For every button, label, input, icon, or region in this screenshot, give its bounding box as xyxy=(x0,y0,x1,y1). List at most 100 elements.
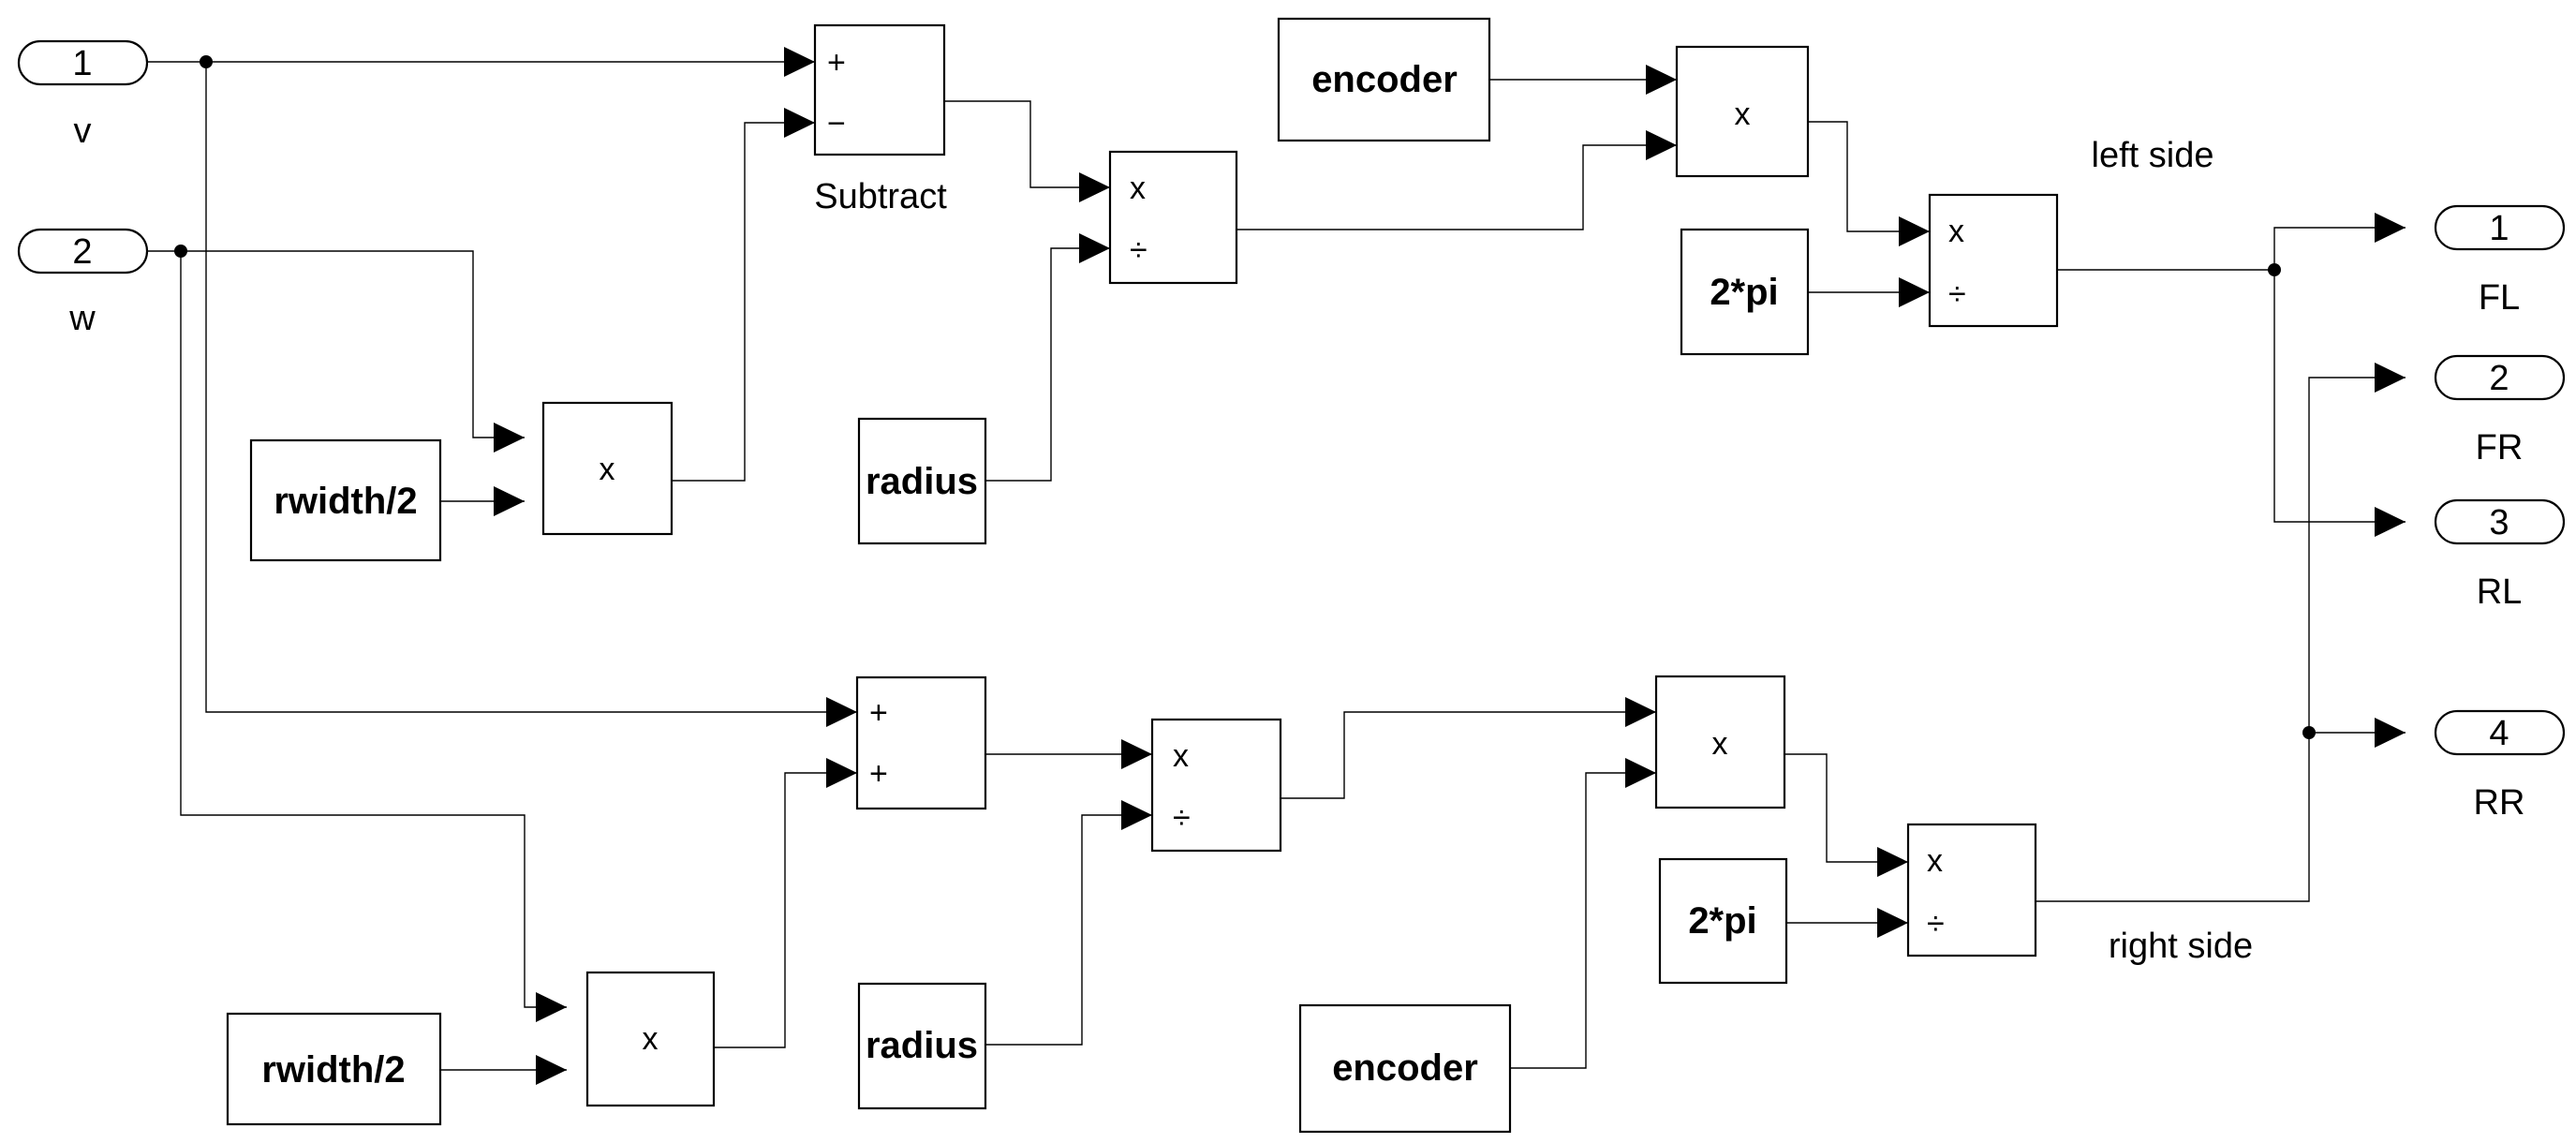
divide-divide-sign: ÷ xyxy=(1173,800,1191,836)
outport-RR[interactable]: 4 RR xyxy=(2434,709,2566,823)
divide-multiply-sign: x xyxy=(1130,171,1146,206)
arrowhead xyxy=(2375,507,2406,537)
wire-enc-product-to-final-divide-bottom xyxy=(1784,753,1908,863)
inport-v-number: 1 xyxy=(72,44,92,83)
inport-v[interactable]: 1 v xyxy=(17,39,149,151)
constant-radius-top[interactable]: radius xyxy=(857,417,987,545)
arrowhead xyxy=(826,758,857,788)
constant-2pi-bottom-label: 2*pi xyxy=(1688,900,1756,942)
outport-FR[interactable]: 2 FR xyxy=(2434,354,2566,468)
outport-FR-number: 2 xyxy=(2489,359,2509,398)
right-side-label: right side xyxy=(2109,927,2253,966)
divide-divide-sign: ÷ xyxy=(1130,232,1147,268)
divide-block-final-top[interactable]: x ÷ xyxy=(1928,193,2059,328)
arrowhead xyxy=(1877,847,1908,877)
outport-FL[interactable]: 1 FL xyxy=(2434,204,2566,318)
arrowhead xyxy=(536,992,567,1022)
add-block[interactable]: + + xyxy=(855,675,987,810)
arrowhead xyxy=(2375,363,2406,393)
arrowhead xyxy=(784,47,815,77)
product-block-encoder-bottom[interactable]: x xyxy=(1654,675,1786,809)
constant-radius-bottom-label: radius xyxy=(866,1025,978,1066)
product-block-bottom-width[interactable]: x xyxy=(585,971,716,1107)
constant-2pi-top-label: 2*pi xyxy=(1710,272,1778,313)
arrowhead xyxy=(494,423,525,453)
outport-RR-number: 4 xyxy=(2489,714,2509,753)
product-symbol: x xyxy=(600,452,615,487)
arrowhead xyxy=(1646,130,1677,160)
constant-2pi-bottom[interactable]: 2*pi xyxy=(1658,857,1788,985)
constant-rwidth-bottom[interactable]: rwidth/2 xyxy=(226,1012,442,1126)
arrowhead xyxy=(494,486,525,516)
constant-rwidth-top[interactable]: rwidth/2 xyxy=(249,438,442,562)
constant-encoder-bottom[interactable]: encoder xyxy=(1298,1003,1512,1134)
wire-v-to-add xyxy=(205,62,857,713)
wire-w-to-top-product xyxy=(147,250,525,438)
wire-radius-bottom xyxy=(985,814,1152,1046)
branch-dot-v xyxy=(200,55,213,68)
constant-radius-bottom[interactable]: radius xyxy=(857,982,987,1110)
inport-w-label: w xyxy=(68,299,96,338)
arrowheads xyxy=(494,47,2406,1085)
arrowhead xyxy=(1121,739,1152,769)
outport-RL[interactable]: 3 RL xyxy=(2434,498,2566,612)
divide-divide-sign: ÷ xyxy=(1948,276,1966,312)
divide-multiply-sign: x xyxy=(1927,843,1943,879)
wire-product-to-add xyxy=(714,772,857,1048)
wire-w-to-bottom-product xyxy=(180,251,567,1008)
constant-2pi-top[interactable]: 2*pi xyxy=(1680,228,1810,356)
product-block-top-width[interactable]: x xyxy=(541,401,674,536)
outport-RR-label: RR xyxy=(2474,783,2525,823)
product-symbol: x xyxy=(643,1021,659,1057)
arrowhead xyxy=(2375,213,2406,243)
divide-block-top[interactable]: x ÷ xyxy=(1108,150,1238,285)
wire-left-to-RL xyxy=(2273,270,2406,523)
inport-w-number: 2 xyxy=(72,232,92,272)
divide-block-final-bottom[interactable]: x ÷ xyxy=(1906,823,2037,957)
add-plus-sign: + xyxy=(869,695,888,731)
signal-lines xyxy=(147,61,2406,1071)
arrowhead xyxy=(1899,277,1930,307)
product-symbol: x xyxy=(1712,726,1728,762)
arrowhead xyxy=(536,1055,567,1085)
subtract-minus-sign: − xyxy=(827,106,846,141)
constant-encoder-top[interactable]: encoder xyxy=(1277,17,1491,142)
subtract-block-label: Subtract xyxy=(814,177,947,216)
wire-radius-top xyxy=(985,247,1110,482)
arrowhead xyxy=(784,108,815,138)
inport-v-label: v xyxy=(74,111,92,151)
constant-radius-top-label: radius xyxy=(866,461,978,502)
add-plus-sign: + xyxy=(869,756,888,792)
wire-divide-to-enc-product-bottom xyxy=(1281,711,1656,799)
outport-RL-number: 3 xyxy=(2489,503,2509,542)
branch-points xyxy=(174,55,2316,739)
inport-w[interactable]: 2 w xyxy=(17,228,149,338)
left-side-label: left side xyxy=(2092,136,2214,175)
arrowhead xyxy=(2375,718,2406,748)
arrowhead xyxy=(1079,233,1110,263)
constant-rwidth-top-label: rwidth/2 xyxy=(274,481,417,522)
arrowhead xyxy=(1877,908,1908,938)
subtract-block[interactable]: + − xyxy=(813,23,946,156)
divide-multiply-sign: x xyxy=(1948,214,1964,249)
wire-left-to-FL xyxy=(2273,227,2406,270)
divide-divide-sign: ÷ xyxy=(1927,906,1945,942)
outport-FR-label: FR xyxy=(2476,428,2524,468)
branch-dot-w xyxy=(174,245,187,258)
arrowhead xyxy=(1625,758,1656,788)
product-block-encoder-top[interactable]: x xyxy=(1675,45,1810,178)
wire-enc-product-to-final-divide-top xyxy=(1808,121,1930,232)
wire-divide-to-enc-product-top xyxy=(1236,144,1677,230)
subtract-plus-sign: + xyxy=(827,45,846,81)
arrowhead xyxy=(1625,697,1656,727)
outport-FL-label: FL xyxy=(2479,278,2520,318)
product-symbol: x xyxy=(1735,96,1751,132)
arrowhead xyxy=(1121,800,1152,830)
arrowhead xyxy=(1899,216,1930,246)
constant-encoder-top-label: encoder xyxy=(1311,59,1458,100)
outport-FL-number: 1 xyxy=(2489,209,2509,248)
wire-subtract-to-divide xyxy=(944,100,1110,188)
divide-block-bottom[interactable]: x ÷ xyxy=(1150,718,1282,853)
wire-right-to-FR xyxy=(2308,377,2406,733)
